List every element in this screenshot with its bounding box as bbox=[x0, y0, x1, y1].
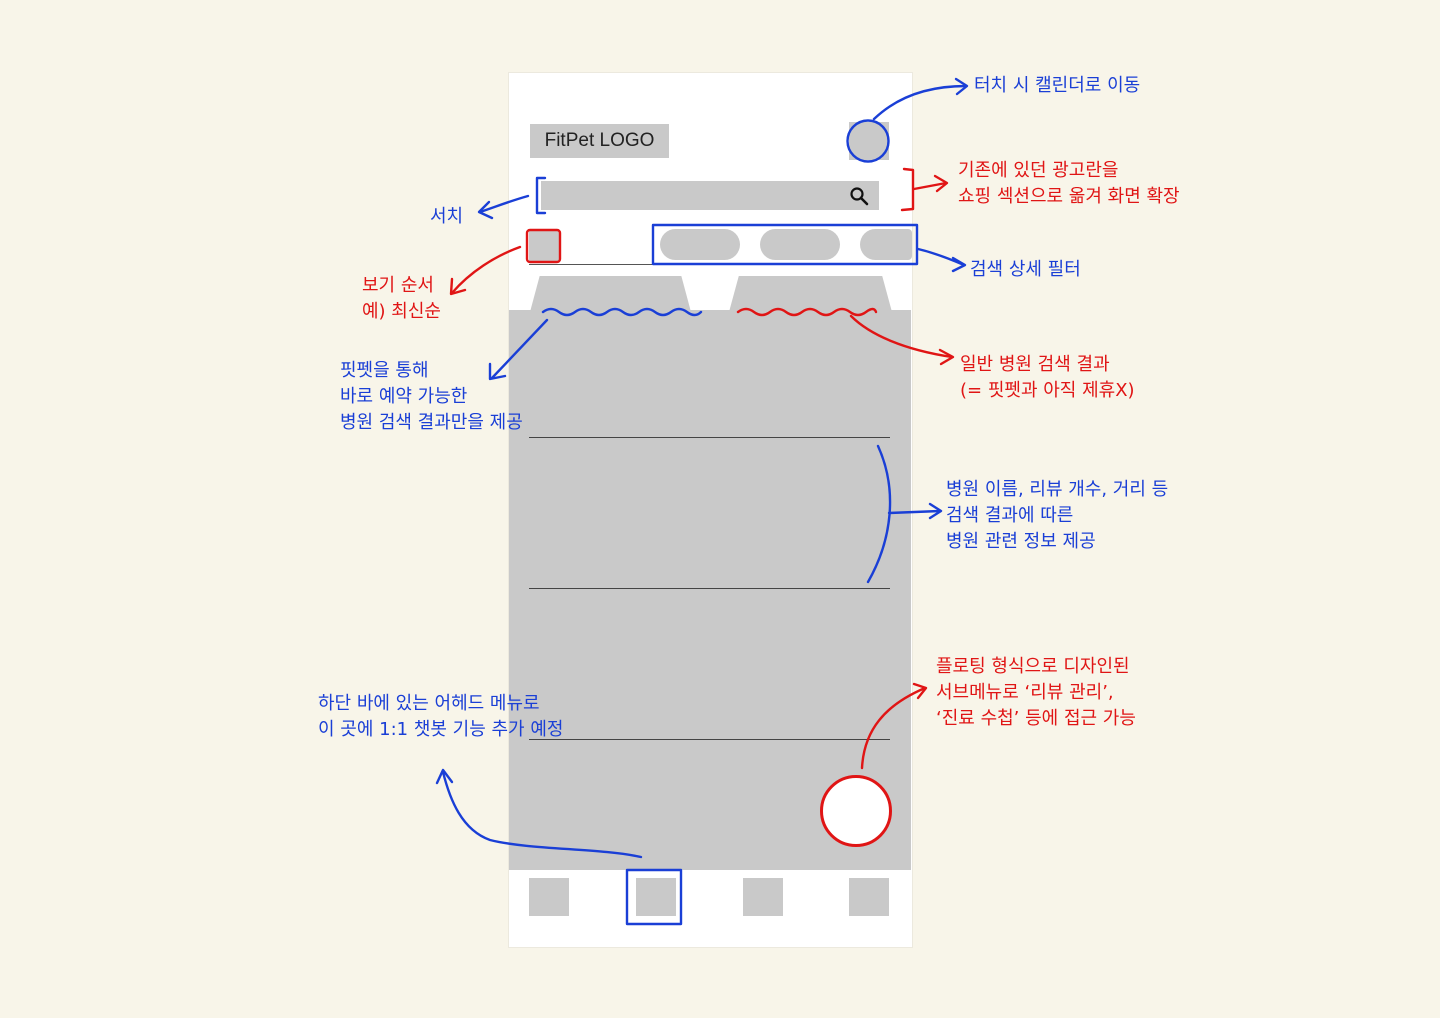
search-input[interactable] bbox=[541, 181, 879, 210]
floating-menu-button[interactable] bbox=[820, 775, 892, 847]
annotation-detail-filter: 검색 상세 필터 bbox=[970, 259, 1081, 280]
result-divider bbox=[529, 588, 890, 589]
bottom-nav-item-chatbot[interactable] bbox=[636, 878, 676, 916]
annotation-general-results: 일반 병원 검색 결과 (= 핏펫과 아직 제휴X) bbox=[960, 354, 1135, 401]
tab-fitpet-hospitals[interactable] bbox=[530, 276, 691, 312]
annotation-hospital-info: 병원 이름, 리뷰 개수, 거리 등 검색 결과에 따른 병원 관련 정보 제공 bbox=[946, 479, 1169, 552]
annotation-search: 서치 bbox=[430, 206, 464, 227]
annotation-ad-removed: 기존에 있던 광고란을 쇼핑 섹션으로 옮겨 화면 확장 bbox=[958, 160, 1180, 207]
result-divider bbox=[529, 437, 890, 438]
bottom-nav-item[interactable] bbox=[849, 878, 889, 916]
bottom-nav-item[interactable] bbox=[529, 878, 569, 916]
annotation-floating-menu: 플로팅 형식으로 디자인된 서브메뉴로 ‘리뷰 관리’, ‘진료 수첩’ 등에 … bbox=[936, 656, 1136, 729]
tab-general-hospitals[interactable] bbox=[729, 276, 892, 312]
result-divider bbox=[529, 739, 890, 740]
annotation-fitpet-results: 핏펫을 통해 바로 예약 가능한 병원 검색 결과만을 제공 bbox=[340, 360, 523, 433]
bottom-nav-item[interactable] bbox=[743, 878, 783, 916]
logo-placeholder[interactable]: FitPet LOGO bbox=[530, 124, 669, 158]
sort-order-button[interactable] bbox=[529, 231, 559, 261]
filter-chip[interactable] bbox=[860, 229, 912, 260]
calendar-button[interactable] bbox=[849, 122, 889, 160]
search-icon bbox=[849, 186, 869, 210]
filter-row-divider bbox=[529, 264, 805, 265]
filter-chip[interactable] bbox=[660, 229, 740, 260]
annotation-calendar: 터치 시 캘린더로 이동 bbox=[974, 75, 1141, 96]
filter-arrow bbox=[916, 247, 966, 267]
annotation-sort-order: 보기 순서 예) 최신순 bbox=[362, 275, 441, 322]
ad-arrow bbox=[912, 181, 948, 191]
annotation-chatbot: 하단 바에 있는 어헤드 메뉴로 이 곳에 1:1 챗봇 기능 추가 예정 bbox=[318, 693, 564, 740]
filter-chip[interactable] bbox=[760, 229, 840, 260]
